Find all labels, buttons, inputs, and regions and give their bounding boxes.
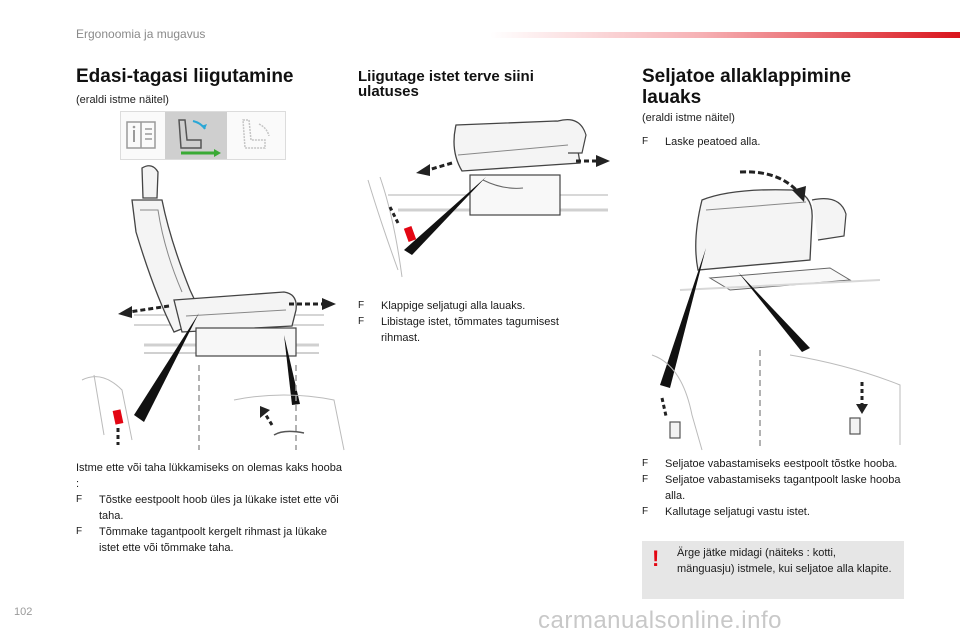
bullet-icon: F — [642, 506, 649, 517]
col1-body: Istme ette või taha lükkamiseks on olema… — [76, 460, 344, 556]
watermark: carmanualsonline.info — [538, 607, 782, 634]
bullet-icon: F — [358, 316, 365, 327]
warning-box — [642, 541, 904, 599]
seat-slide-illustration — [81, 165, 345, 451]
warning-icon: ! — [652, 546, 660, 571]
header-accent-bar — [490, 32, 960, 38]
warning-text: Ärge jätke midagi (näiteks : kotti, mäng… — [677, 547, 892, 575]
col1-intro: Istme ette või taha lükkamiseks on olema… — [76, 462, 342, 490]
section-title: Ergonoomia ja mugavus — [76, 27, 206, 41]
bullet-icon: F — [76, 494, 83, 505]
col1-subtitle: (eraldi istme näitel) — [76, 94, 169, 106]
col1-title: Edasi-tagasi liigutamine — [76, 66, 294, 87]
col3-title: Seljatoe allaklappimine lauaks — [642, 66, 852, 108]
col2-title: Liigutage istet terve siini ulatuses — [358, 68, 534, 100]
bullet-icon: F — [76, 526, 83, 537]
col3-subtitle: (eraldi istme näitel) — [642, 112, 735, 124]
seat-forward-back-icon — [165, 112, 227, 159]
bullet-icon: F — [642, 458, 649, 469]
bullet-icon: F — [358, 300, 365, 311]
seat-outline-icon — [242, 119, 270, 149]
seat-icon-strip — [120, 111, 286, 160]
bullet-icon: F — [642, 474, 649, 485]
manual-book-icon — [126, 121, 156, 149]
bullet-icon: F — [642, 136, 649, 147]
page-number: 102 — [14, 606, 33, 618]
seat-rail-slide-illustration — [367, 119, 610, 278]
backrest-fold-illustration — [651, 170, 901, 451]
